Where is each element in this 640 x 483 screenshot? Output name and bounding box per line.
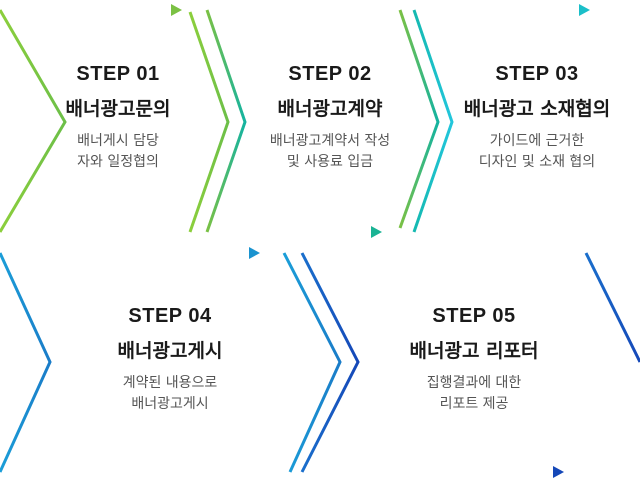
step-05-title: 배너광고 리포터: [409, 340, 539, 362]
step-01-desc-line1: 배너게시 담당: [77, 133, 159, 149]
step-04-chevron: [0, 247, 342, 474]
step-04-desc-line2: 배너광고게시: [131, 396, 209, 412]
step-05-chevron: [300, 251, 640, 478]
step-03-desc-line1: 가이드에 근거한: [489, 133, 585, 149]
step-03: STEP 03 배너광고 소재협의 가이드에 근거한 디자인 및 소재 협의: [437, 63, 637, 173]
step-02-desc-line1: 배너광고계약서 작성: [269, 133, 391, 149]
step-02-desc-line2: 및 사용료 입금: [286, 154, 374, 170]
step-02-label: STEP 02: [288, 63, 372, 85]
step-01-chevron: [0, 4, 230, 234]
step-05-desc-line2: 리포트 제공: [439, 396, 509, 412]
step-01-title: 배너광고문의: [65, 98, 171, 120]
step-03-chevron: [412, 4, 640, 234]
step-01-label: STEP 01: [76, 63, 160, 85]
step-03-label: STEP 03: [495, 63, 579, 85]
step-04-label: STEP 04: [128, 305, 212, 327]
step-02-title: 배너광고계약: [277, 98, 383, 120]
step-05-desc: 집행결과에 대한 리포트 제공: [376, 373, 572, 415]
step-01-desc-line2: 자와 일정협의: [77, 154, 159, 170]
step-04: STEP 04 배너광고게시 계약된 내용으로 배너광고게시: [72, 305, 268, 415]
step-05-desc-line1: 집행결과에 대한: [426, 375, 522, 391]
step-01-desc: 배너게시 담당 자와 일정협의: [20, 131, 216, 173]
step-01: STEP 01 배너광고문의 배너게시 담당 자와 일정협의: [20, 63, 216, 173]
step-03-title: 배너광고 소재협의: [463, 98, 611, 120]
step-05: STEP 05 배너광고 리포터 집행결과에 대한 리포트 제공: [376, 305, 572, 415]
step-04-desc: 계약된 내용으로 배너광고게시: [72, 373, 268, 415]
step-03-desc-line2: 디자인 및 소재 협의: [478, 154, 596, 170]
step-05-label: STEP 05: [432, 305, 516, 327]
step-04-title: 배너광고게시: [117, 340, 223, 362]
step-02-chevron: [205, 8, 440, 238]
step-03-desc: 가이드에 근거한 디자인 및 소재 협의: [437, 131, 637, 173]
step-04-desc-line1: 계약된 내용으로: [122, 375, 218, 391]
step-02: STEP 02 배너광고계약 배너광고계약서 작성 및 사용료 입금: [232, 63, 428, 173]
step-02-desc: 배너광고계약서 작성 및 사용료 입금: [232, 131, 428, 173]
